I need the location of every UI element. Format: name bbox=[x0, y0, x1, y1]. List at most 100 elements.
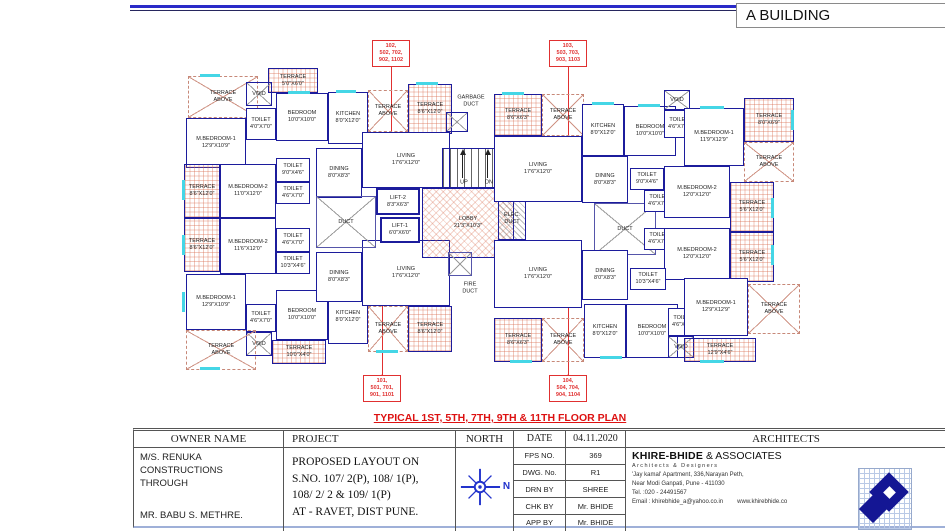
room-lift-1: LIFT-1 6'0"X6'0" bbox=[380, 217, 420, 243]
owner-cell: OWNER NAME M/S. RENUKA CONSTRUCTIONS THR… bbox=[134, 431, 284, 531]
room-terrace: TERRACE 8'6"X12'0" bbox=[408, 306, 452, 352]
window-bar bbox=[791, 110, 794, 130]
room-living: LIVING 17'6"X12'0" bbox=[494, 136, 582, 202]
window-bar bbox=[182, 180, 185, 200]
room-kitchen: KITCHEN 8'0"X12'0" bbox=[584, 304, 626, 358]
architects-phone: Tel. :020 - 24491567 bbox=[632, 490, 687, 496]
flat-callout-101: 101, 501, 701, 901, 1101 bbox=[363, 375, 401, 402]
architects-firm: KHIRE-BHIDE & ASSOCIATES bbox=[632, 450, 782, 462]
window-bar bbox=[600, 356, 622, 359]
room-terrace: TERRACE 8'6"X12'0" bbox=[184, 218, 220, 272]
architects-address2: Near Modi Ganpati, Pune - 411030 bbox=[632, 481, 725, 487]
room-terrace: TERRACE ABOVE bbox=[368, 306, 408, 352]
owner-line: M/S. RENUKA bbox=[140, 452, 202, 463]
window-bar bbox=[638, 104, 660, 107]
flat-callout-102: 102, 502, 702, 902, 1102 bbox=[372, 40, 410, 67]
info-value: R1 bbox=[590, 467, 601, 477]
room-dining: DINING 8'0"X8'3" bbox=[316, 252, 362, 302]
window-bar bbox=[592, 102, 614, 105]
room-terrace: TERRACE 8'6"X12'0" bbox=[184, 164, 220, 218]
room-toilet: TOILET 9'0"X4'6" bbox=[276, 158, 310, 182]
room-lift-2: LIFT-2 8'3"X6'3" bbox=[376, 188, 420, 215]
room-living: LIVING 17'6"X12'0" bbox=[494, 240, 582, 308]
architects-cell: ARCHITECTS KHIRE-BHIDE & ASSOCIATES Arch… bbox=[626, 431, 945, 531]
room-m-bedroom-2: M.BEDROOM-2 12'0"X12'0" bbox=[664, 166, 730, 218]
room-m-bedroom-1: M.BEDROOM-1 12'9"X10'9" bbox=[186, 274, 246, 330]
room-m-bedroom-1: M.BEDROOM-1 12'9"X12'9" bbox=[684, 278, 748, 336]
info-label: CHK BY bbox=[514, 498, 566, 514]
window-bar bbox=[502, 92, 524, 95]
room-toilet: TOILET 4'6"X7'0" bbox=[276, 182, 310, 204]
owner-line: CONSTRUCTIONS bbox=[140, 464, 223, 476]
room-terrace: TERRACE 8'6"X6'3" bbox=[494, 318, 542, 362]
building-tag-box: A BUILDING bbox=[736, 3, 945, 28]
project-cell: PROJECT PROPOSED LAYOUT ON S.NO. 107/ 2(… bbox=[284, 431, 456, 531]
room-terrace: TERRACE 8'6"X6'3" bbox=[494, 94, 542, 136]
architects-header: ARCHITECTS bbox=[626, 431, 945, 448]
room-terrace: TERRACE 5'6"X12'0" bbox=[730, 232, 774, 282]
room-m-bedroom-2: M.BEDROOM-2 11'0"X12'0" bbox=[220, 164, 276, 218]
plan-title: TYPICAL 1ST, 5TH, 7TH, 9TH & 11TH FLOOR … bbox=[373, 412, 627, 424]
info-label: APP BY bbox=[514, 514, 566, 531]
room-dn: DN bbox=[485, 179, 493, 186]
info-label: DATE bbox=[514, 431, 566, 447]
north-n-label: N bbox=[502, 481, 511, 492]
room-m-bedroom-2: M.BEDROOM-2 12'0"X12'0" bbox=[664, 228, 730, 280]
compass-rose-icon bbox=[460, 468, 500, 505]
room-void: VOID bbox=[664, 90, 690, 110]
architects-email: Email : khirebhide_a@yahoo.co.in bbox=[632, 499, 724, 505]
room-living: LIVING 17'6"X12'0" bbox=[362, 132, 450, 188]
project-header: PROJECT bbox=[284, 431, 455, 448]
room-terrace: TERRACE ABOVE bbox=[748, 284, 800, 334]
room-terrace: TERRACE ABOVE bbox=[542, 318, 584, 362]
owner-signature: MR. BABU S. METHRE. bbox=[140, 510, 243, 522]
info-label: DRN BY bbox=[514, 481, 566, 498]
window-bar bbox=[182, 292, 185, 312]
room-terrace: TERRACE 5'6"X12'0" bbox=[730, 182, 774, 232]
room-m-bedroom-2: M.BEDROOM-2 11'6"X12'0" bbox=[220, 218, 276, 274]
window-bar bbox=[376, 350, 398, 353]
room-toilet: TOILET 4'0"X7'0" bbox=[246, 108, 276, 140]
info-label: FPS NO. bbox=[514, 447, 566, 464]
window-bar bbox=[200, 367, 220, 370]
info-value: Mr. BHIDE bbox=[577, 518, 614, 528]
info-value: 369 bbox=[589, 451, 602, 461]
window-bar bbox=[771, 198, 774, 218]
project-line: 108/ 2/ 2 & 109/ 1(P) bbox=[292, 489, 391, 502]
room-terrace: TERRACE 8'0"X6'9" bbox=[744, 98, 794, 142]
window-bar bbox=[200, 74, 220, 77]
window-bar bbox=[182, 235, 185, 255]
room-bedroom: BEDROOM 10'0"X10'0" bbox=[276, 93, 328, 141]
info-value: 04.11.2020 bbox=[573, 433, 618, 445]
architects-address1: 'Jay kamal' Apartment, 336,Narayan Peth, bbox=[632, 472, 744, 478]
top-rule bbox=[130, 5, 945, 8]
flat-callout-104: 104, 504, 704, 904, 1104 bbox=[549, 375, 587, 402]
room-m-bedroom-1: M.BEDROOM-1 12'9"X10'9" bbox=[186, 118, 246, 168]
project-line: S.NO. 107/ 2(P), 108/ 1(P), bbox=[292, 472, 419, 485]
window-bar bbox=[416, 82, 438, 85]
room-void: VOID bbox=[668, 336, 694, 358]
room-toilet: TOILET 4'6"X7'0" bbox=[276, 228, 310, 252]
owner-header: OWNER NAME bbox=[134, 431, 283, 448]
stair-up-arrow bbox=[459, 149, 466, 178]
room-fire: FIRE DUCT bbox=[462, 281, 478, 294]
room-terrace: TERRACE 5'0"X6'0" bbox=[268, 68, 318, 93]
window-bar bbox=[700, 106, 724, 109]
duct-area bbox=[448, 252, 472, 276]
room-toilet: TOILET 4'6"X7'0" bbox=[246, 304, 276, 332]
room-elec: ELEC. DUCT bbox=[498, 198, 526, 240]
room-toilet: TOILET 10'3"X4'6" bbox=[276, 252, 310, 274]
room-void: VOID bbox=[246, 82, 272, 106]
room-terrace: TERRACE 8'6"X12'0" bbox=[408, 84, 452, 134]
room-up: UP bbox=[460, 179, 468, 186]
flat-callout-103: 103, 503, 703, 903, 1103 bbox=[549, 40, 587, 67]
room-terrace: TERRACE ABOVE bbox=[542, 94, 584, 136]
room-terrace: TERRACE 12'9"X4'6" bbox=[684, 338, 756, 362]
room-garbage: GARBAGE DUCT bbox=[457, 94, 485, 107]
room-terrace: TERRACE ABOVE bbox=[744, 142, 794, 182]
room-terrace: TERRACE ABOVE bbox=[186, 330, 256, 370]
building-tag-label: A BUILDING bbox=[746, 7, 831, 24]
room-dining: DINING 8'0"X8'3" bbox=[582, 250, 628, 300]
